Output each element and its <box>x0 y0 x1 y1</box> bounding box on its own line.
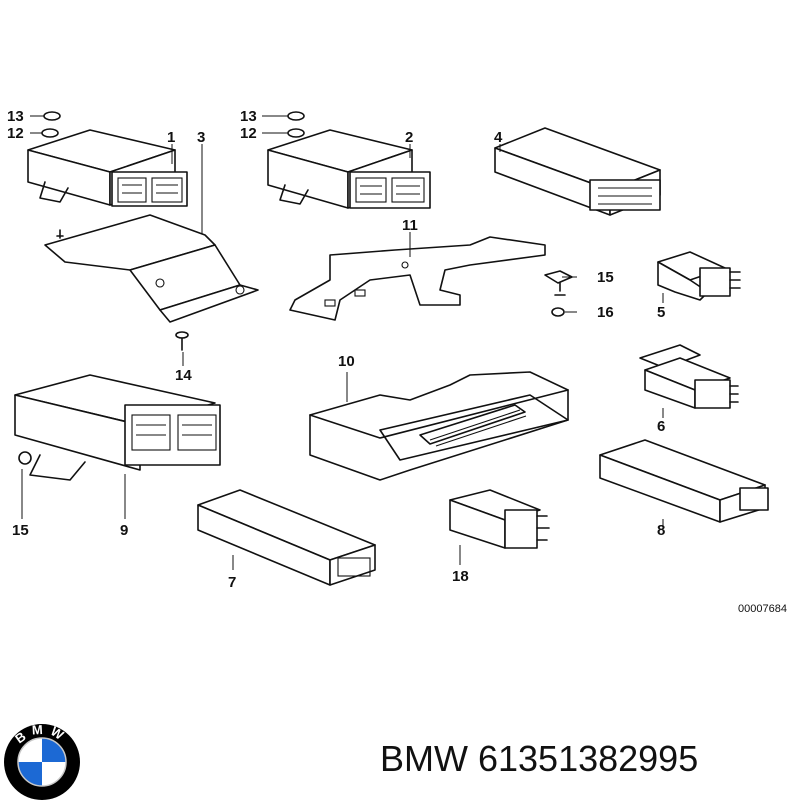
part-18-relay <box>449 489 550 549</box>
part-4-module <box>494 127 661 216</box>
part-17-nut <box>551 307 565 317</box>
callout-16: 15 <box>597 269 614 286</box>
part-12-washer-left <box>41 128 59 138</box>
leader-lines <box>21 115 664 570</box>
callout-17: 16 <box>597 304 614 321</box>
callout-12: 12 <box>240 125 257 142</box>
part-2-control-unit <box>267 129 431 209</box>
part-5-relay <box>657 251 741 301</box>
reference-code: 00007684 <box>738 603 787 615</box>
part-14-bolt <box>175 331 189 351</box>
part-16-clip <box>544 270 573 296</box>
callout-8: 8 <box>657 522 665 539</box>
callout-15: 15 <box>12 522 29 539</box>
callout-12: 12 <box>7 125 24 142</box>
part-3-bracket <box>44 214 259 323</box>
callout-7: 7 <box>228 574 236 591</box>
part-7-module <box>197 489 376 586</box>
callout-13: 13 <box>240 108 257 125</box>
callout-14: 14 <box>175 367 192 384</box>
bmw-logo: BMW <box>4 722 80 800</box>
part-1-control-unit <box>27 129 188 207</box>
callout-3: 3 <box>197 129 205 146</box>
part-number-caption: BMW 61351382995 <box>380 738 699 779</box>
callout-11: 11 <box>402 217 418 234</box>
callout-18: 18 <box>452 568 469 585</box>
callout-13: 13 <box>7 108 24 125</box>
callout-4: 4 <box>494 129 503 146</box>
callout-1: 1 <box>167 129 175 146</box>
part-10-module <box>309 371 569 481</box>
callout-5: 5 <box>657 304 665 321</box>
callout-labels: 13 12 1 3 13 12 2 4 11 15 16 5 14 10 6 1… <box>7 108 787 615</box>
callout-10: 10 <box>338 353 355 370</box>
callout-6: 6 <box>657 418 665 435</box>
callout-2: 2 <box>405 129 413 146</box>
part-13-nut-left <box>43 111 61 121</box>
part-6-relay <box>639 344 739 409</box>
part-11-bracket <box>289 236 546 321</box>
part-12-washer-right <box>287 128 305 138</box>
part-9-control-unit <box>14 374 221 481</box>
part-13-nut-right <box>287 111 305 121</box>
part-8-module <box>599 439 769 523</box>
callout-9: 9 <box>120 522 128 539</box>
